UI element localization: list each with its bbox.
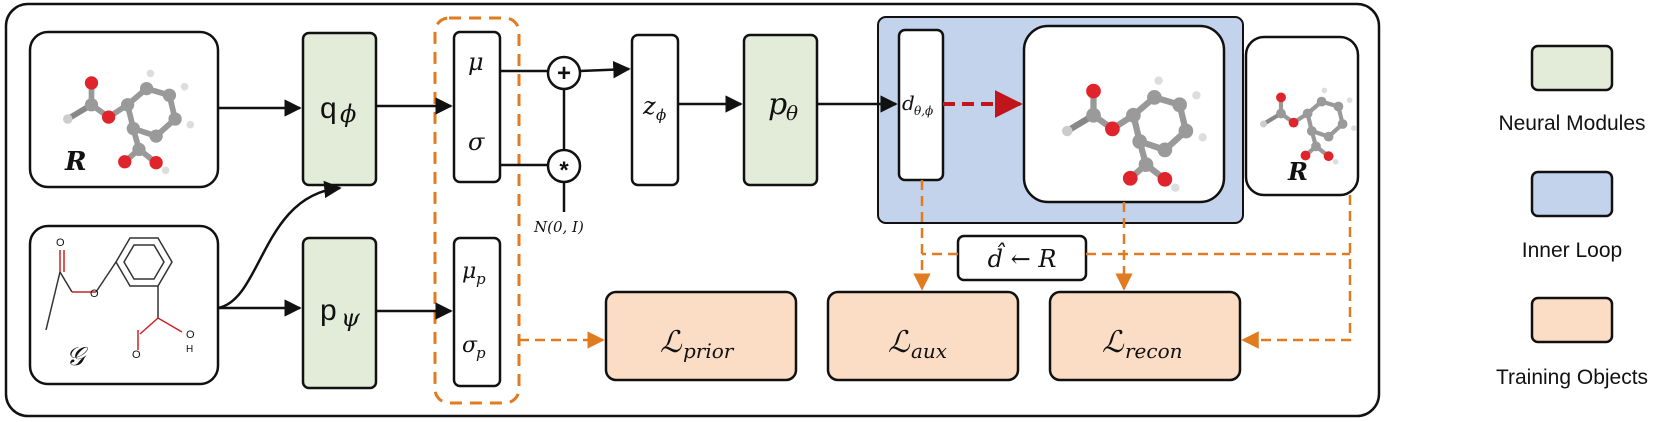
- sigma-p-sub: p: [476, 344, 486, 362]
- mu-p-label: μ: [462, 259, 476, 284]
- sigma-p-label: σ: [462, 333, 478, 358]
- arrow-plus-to-z: [579, 60, 631, 79]
- mu-label: μ: [468, 48, 484, 76]
- legend-label-inner: Inner Loop: [1522, 239, 1622, 262]
- d-label: d: [902, 91, 915, 115]
- assignment-box: d̂ ← R: [956, 234, 1088, 282]
- legend: Neural Modules Inner Loop Training Objec…: [1496, 44, 1648, 389]
- p-theta-module: p θ: [742, 33, 819, 187]
- loss-prior-box: ℒ prior: [604, 290, 798, 382]
- loss-aux-sub: aux: [911, 339, 947, 363]
- svg-text:+: +: [557, 60, 571, 87]
- mu-p-sub: p: [476, 270, 486, 288]
- loss-aux-box: ℒ aux: [826, 290, 1020, 382]
- input-graph-box: O O O O H 𝒢: [28, 224, 220, 386]
- p-theta-label: p: [768, 87, 787, 122]
- q-phi-sub: ϕ: [340, 100, 356, 128]
- z-phi-box: z ϕ: [630, 33, 680, 187]
- posterior-params-box: μ σ: [452, 30, 502, 184]
- loss-recon-sub: recon: [1125, 339, 1183, 363]
- p-psi-sub: ψ: [341, 304, 361, 332]
- p-psi-label: p: [320, 294, 337, 327]
- target-label: R: [1287, 157, 1308, 186]
- arrow-G-to-q: [217, 180, 342, 310]
- loss-prior-sub: prior: [683, 339, 735, 363]
- svg-text:O: O: [132, 349, 141, 361]
- loss-recon-box: ℒ recon: [1048, 290, 1242, 382]
- svg-text:H: H: [186, 344, 193, 355]
- z-sub: ϕ: [656, 106, 666, 124]
- distance-box: d θ,ϕ: [897, 28, 945, 182]
- legend-swatch-neural: [1530, 44, 1614, 92]
- multiply-operator: *: [546, 148, 582, 184]
- input-conformer-box: R: [28, 30, 220, 189]
- q-phi-module: q ϕ: [301, 31, 378, 187]
- loss-prior-symbol: ℒ: [660, 325, 683, 360]
- legend-swatch-inner: [1530, 170, 1614, 218]
- loss-recon-symbol: ℒ: [1102, 325, 1125, 360]
- p-psi-module: p ψ: [301, 236, 378, 390]
- target-conformer-box: R: [1244, 35, 1360, 197]
- legend-item-training: Training Objects: [1496, 296, 1648, 389]
- svg-text:*: *: [559, 157, 569, 184]
- d-sub: θ,ϕ: [914, 104, 933, 118]
- legend-swatch-training: [1530, 296, 1614, 344]
- sigma-label: σ: [468, 128, 485, 156]
- legend-label-neural: Neural Modules: [1498, 112, 1645, 135]
- graph-label: 𝒢: [66, 342, 89, 372]
- noise-label: N(0, I): [533, 218, 584, 236]
- legend-item-inner: Inner Loop: [1522, 170, 1622, 262]
- legend-label-training: Training Objects: [1496, 366, 1648, 389]
- conformer-label: R: [64, 147, 87, 177]
- arrow-target-to-recon: [1241, 195, 1352, 349]
- generated-conformer-box: [1022, 24, 1226, 204]
- svg-text:O: O: [90, 288, 99, 300]
- molecule-graph-icon: [45, 237, 183, 350]
- q-phi-label: q: [320, 92, 337, 125]
- z-label: z: [642, 92, 656, 120]
- assignment-label: d̂ ← R: [988, 242, 1057, 273]
- p-theta-sub: θ: [786, 101, 798, 125]
- orange-dashed-arrows: [519, 180, 1352, 349]
- svg-text:O: O: [56, 237, 65, 249]
- prior-params-box: μ p σ p: [452, 236, 502, 388]
- svg-text:O: O: [186, 329, 195, 341]
- black-arrows: [217, 60, 898, 320]
- legend-item-neural: Neural Modules: [1498, 44, 1646, 135]
- latent-dashed-group: [433, 16, 521, 405]
- loss-aux-symbol: ℒ: [888, 325, 911, 360]
- plus-operator: +: [546, 55, 582, 91]
